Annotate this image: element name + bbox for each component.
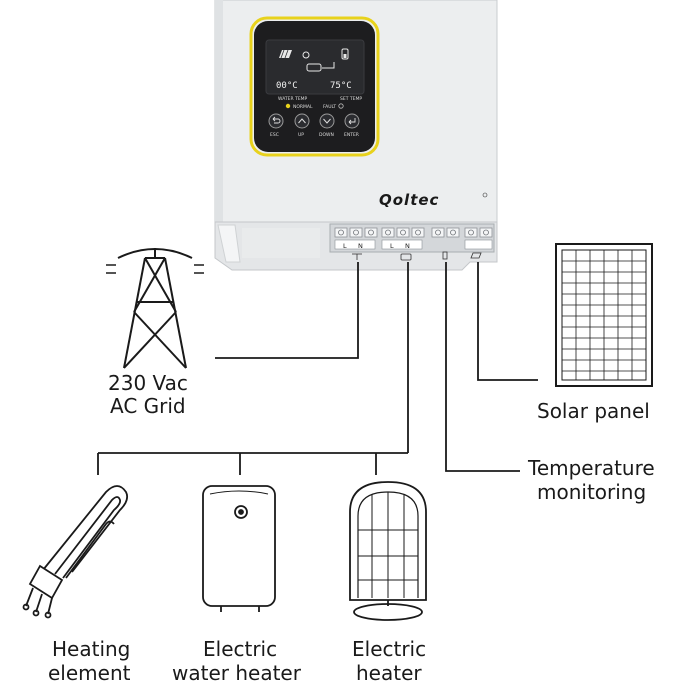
temperature-label-line2: monitoring: [537, 480, 646, 504]
electric-heater-icon: [349, 481, 427, 621]
wire-solar: [477, 262, 538, 381]
grid-label-line2: AC Grid: [110, 394, 186, 418]
terminal-block: L N L N: [329, 223, 495, 261]
terminal-grid-l: L: [343, 242, 347, 250]
chevron-up-icon: [298, 118, 306, 124]
lcd-temp-right: 75°C: [330, 81, 352, 91]
display-bezel-glow: [249, 16, 380, 157]
brand-logo: Qoltec: [379, 191, 439, 209]
terminal-load-l: L: [390, 242, 394, 250]
wire-grid: [215, 262, 359, 359]
lcd-temp-left: 00°C: [276, 81, 298, 91]
return-icon: [272, 116, 281, 124]
temperature-label-line1: Temperature: [527, 456, 655, 480]
terminal-load-n: N: [405, 242, 410, 250]
wiring: [97, 262, 538, 475]
up-button[interactable]: UP: [294, 113, 310, 138]
fault-led: [338, 103, 344, 109]
load-symbol-icon: [400, 253, 412, 261]
water-heater-icon: [202, 485, 276, 612]
electric-heater-label-line1: Electric: [352, 637, 426, 661]
up-button-label: UP: [298, 132, 304, 138]
enter-icon: [348, 118, 356, 125]
grid-label-line1: 230 Vac: [108, 371, 188, 395]
led-label-fault: FAULT: [323, 104, 336, 110]
esc-button-label: ESC: [270, 132, 279, 138]
electric-heater-label-line2: heater: [356, 661, 422, 685]
down-button-label: DOWN: [319, 132, 334, 138]
timer-icon: [302, 51, 310, 59]
led-label-normal: NORMAL: [293, 104, 313, 110]
controller-device: 00°C 75°C WATER TEMP SET TEMP NORMAL FAU…: [214, 0, 498, 271]
terminal-grid-n: N: [358, 242, 363, 250]
solar-icon: [279, 49, 292, 59]
solar-label: Solar panel: [537, 399, 650, 423]
heating-element-label-line2: element: [48, 661, 131, 685]
heating-element-label-line1: Heating: [52, 637, 130, 661]
tank-icon: [341, 48, 349, 60]
grid-symbol-icon: [352, 253, 362, 260]
normal-led: [285, 103, 291, 109]
lcd-label-set-temp: SET TEMP: [340, 96, 362, 102]
heating-element-icon: [22, 485, 129, 619]
transmission-tower-icon: [106, 248, 204, 369]
down-button[interactable]: DOWN: [319, 113, 335, 138]
sensor-symbol-icon: [442, 251, 448, 260]
pv-symbol-icon: [470, 252, 482, 259]
chevron-down-icon: [323, 118, 331, 124]
esc-button[interactable]: ESC: [268, 113, 284, 138]
lcd-label-water-temp: WATER TEMP: [278, 96, 308, 102]
heater-element-icon: [306, 63, 322, 72]
enter-button[interactable]: ENTER: [344, 113, 360, 138]
water-heater-label-line1: Electric: [203, 637, 277, 661]
solar-panel-icon: [555, 243, 653, 387]
wire-temperature: [445, 262, 520, 472]
enter-button-label: ENTER: [344, 132, 359, 138]
water-heater-label-line2: water heater: [172, 661, 302, 685]
